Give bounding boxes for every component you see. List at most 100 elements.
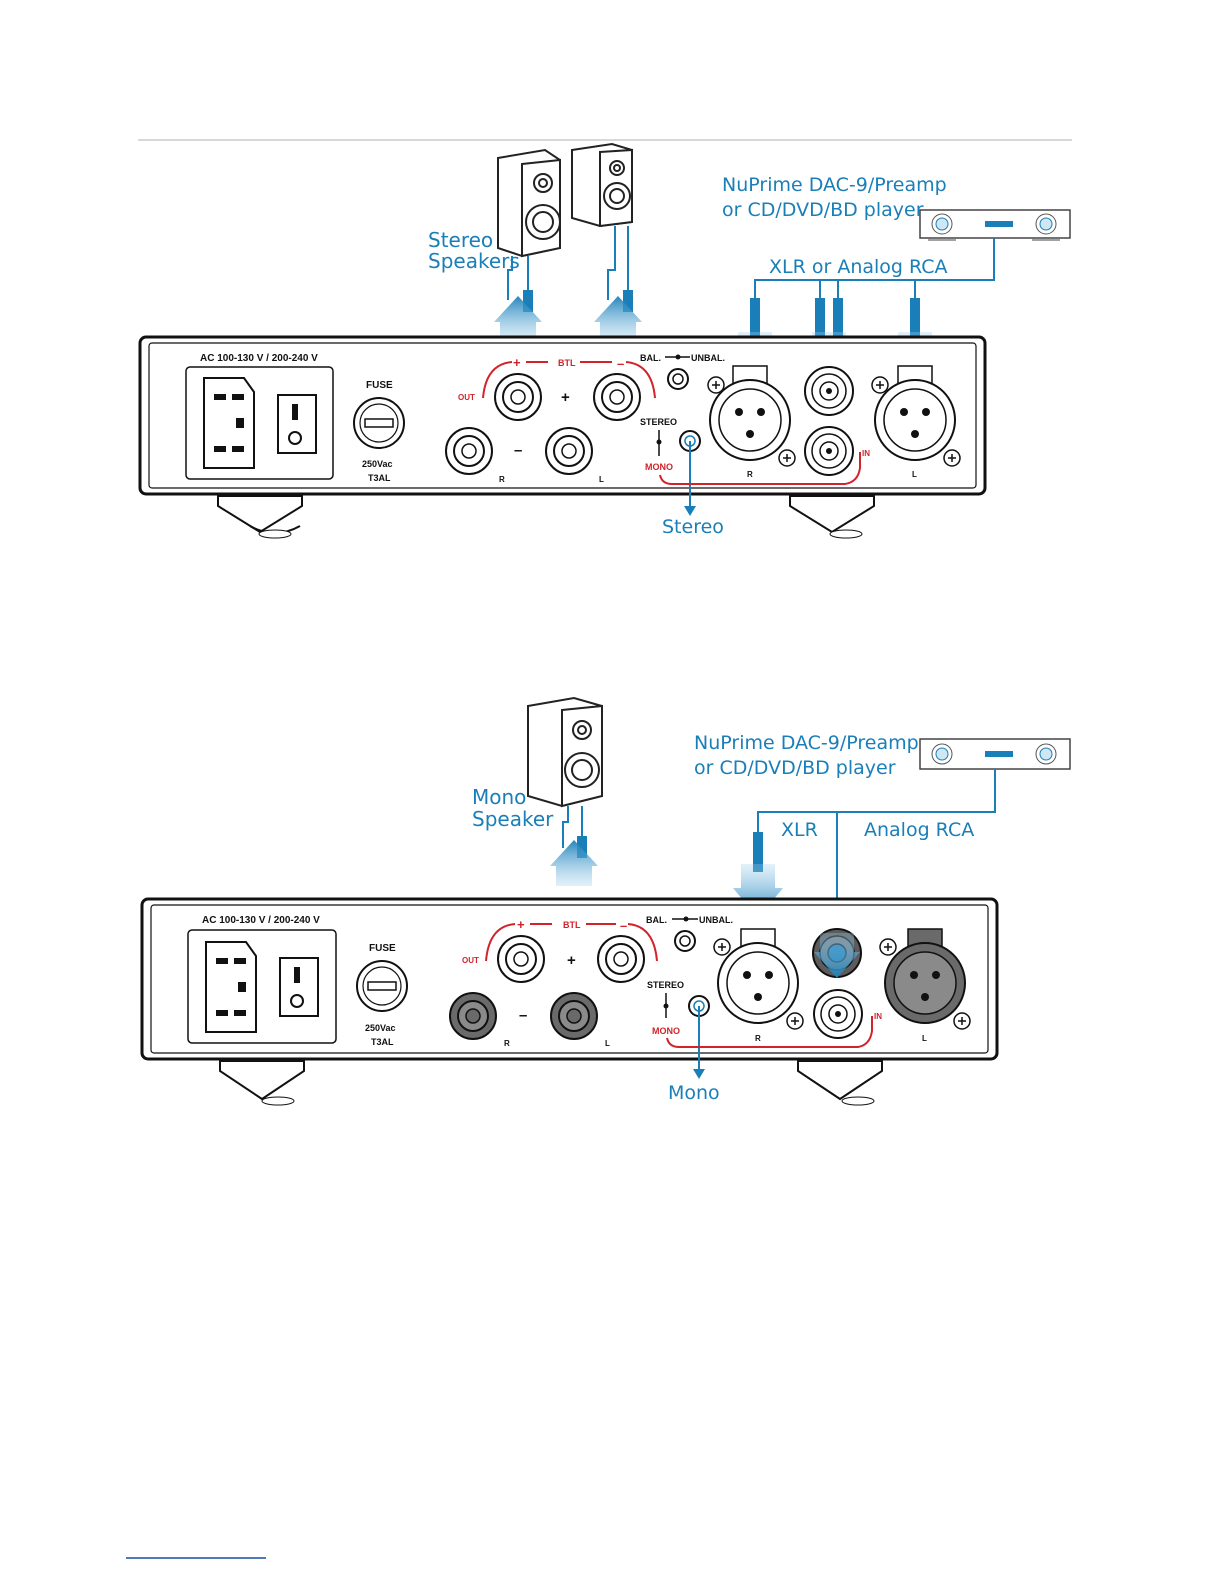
out-label: OUT (462, 956, 479, 965)
bal-unbal-toggle[interactable] (667, 368, 689, 390)
plus-symbol: + (561, 389, 570, 406)
rca-cable-label: Analog RCA (864, 819, 974, 841)
xlr-input-r[interactable] (709, 365, 791, 461)
xlr-input-l[interactable] (884, 928, 966, 1024)
input-arrow-down (733, 864, 783, 918)
amp-chassis (138, 335, 987, 496)
source-label-line1: NuPrime DAC-9/Preamp (694, 732, 919, 754)
source-cable (754, 238, 995, 300)
power-switch[interactable] (277, 394, 317, 454)
speaker-icon (497, 148, 561, 258)
stereo-label: STEREO (640, 417, 677, 427)
screw-icon (713, 938, 731, 956)
source-device-icon (919, 738, 1071, 770)
ac-voltage-label: AC 100-130 V / 200-240 V (202, 915, 320, 926)
rca-plug (833, 298, 843, 336)
screw-icon (953, 1012, 971, 1030)
fuse-rating: 250Vac (365, 1023, 396, 1033)
rca-input-r[interactable] (813, 989, 863, 1039)
switch-result-label: Stereo (662, 516, 724, 538)
unbal-label: UNBAL. (699, 915, 733, 925)
screw-icon (707, 376, 725, 394)
output-arrow-up (594, 296, 642, 342)
binding-post-r-plus[interactable] (494, 373, 542, 421)
xlr-input-l[interactable] (874, 365, 956, 461)
btl-marking (485, 923, 658, 962)
source-cable (757, 769, 996, 900)
diagram-mono: Mono Speaker NuPrime DAC-9/Preamp or CD/… (140, 696, 1071, 1106)
fuse-type: T3AL (368, 473, 391, 483)
speaker-label-line2: Speaker (472, 807, 554, 831)
speaker-label-line1: Mono (472, 785, 526, 809)
source-device-icon (919, 209, 1071, 241)
btl-label: BTL (558, 358, 576, 368)
binding-post-l-minus[interactable] (550, 992, 598, 1040)
switch-result-label: Mono (668, 1082, 720, 1104)
xlr-plug (910, 298, 920, 338)
xlr-l-label: L (912, 470, 917, 479)
mono-bracket (659, 452, 861, 485)
mono-label: MONO (652, 1026, 680, 1036)
ac-voltage-label: AC 100-130 V / 200-240 V (200, 353, 318, 364)
amp-foot (797, 1060, 883, 1106)
switch-pointer-arrow (693, 1069, 705, 1079)
btl-plus: + (517, 917, 525, 932)
out-label: OUT (458, 393, 475, 402)
speaker-plug (623, 290, 633, 312)
source-label-line2: or CD/DVD/BD player (694, 757, 896, 779)
speaker-icon (571, 142, 633, 228)
cable-label: XLR or Analog RCA (769, 256, 948, 278)
amp-foot (219, 1060, 305, 1106)
terminal-r-label: R (499, 475, 505, 484)
amp-foot (789, 495, 875, 539)
source-label-line2: or CD/DVD/BD player (722, 199, 924, 221)
fuse-label: FUSE (369, 943, 396, 954)
amp-chassis (140, 897, 999, 1061)
fuse-type: T3AL (371, 1037, 394, 1047)
xlr-l-label: L (922, 1034, 927, 1043)
bal-label: BAL. (640, 353, 661, 363)
switch-pointer-arrow (684, 506, 696, 516)
screw-icon (871, 376, 889, 394)
minus-symbol: – (519, 1007, 527, 1024)
binding-post-r-minus[interactable] (445, 427, 493, 475)
source-label-line1: NuPrime DAC-9/Preamp (722, 174, 947, 196)
binding-post-r-minus[interactable] (449, 992, 497, 1040)
xlr-plug (750, 298, 760, 338)
terminal-l-label: L (599, 475, 604, 484)
output-arrow-up (494, 296, 542, 342)
fuse-label: FUSE (366, 380, 393, 391)
bal-label: BAL. (646, 915, 667, 925)
xlr-r-label: R (755, 1034, 761, 1043)
btl-minus: – (620, 918, 627, 933)
rca-input-l[interactable] (804, 366, 854, 416)
xlr-r-label: R (747, 470, 753, 479)
xlr-plug (753, 832, 763, 872)
binding-post-r-plus[interactable] (497, 935, 545, 983)
input-arrow-down (814, 933, 860, 978)
xlr-input-r[interactable] (717, 928, 799, 1024)
stereo-label: STEREO (647, 980, 684, 990)
fuse-holder (356, 960, 408, 1012)
binding-post-l-plus[interactable] (593, 373, 641, 421)
bal-unbal-toggle[interactable] (674, 930, 696, 952)
binding-post-l-minus[interactable] (545, 427, 593, 475)
screw-icon (943, 449, 961, 467)
mono-label: MONO (645, 462, 673, 472)
binding-post-l-plus[interactable] (597, 935, 645, 983)
amp-foot (217, 495, 303, 539)
power-switch[interactable] (279, 957, 319, 1017)
in-label: IN (874, 1012, 882, 1021)
screw-icon (879, 938, 897, 956)
speaker-icon (527, 696, 603, 808)
btl-marking (482, 361, 656, 399)
btl-label: BTL (563, 920, 581, 930)
speakers-label-line2: Speakers (428, 249, 520, 273)
xlr-cable-label: XLR (781, 819, 818, 841)
rca-input-r[interactable] (804, 426, 854, 476)
terminal-l-label: L (605, 1039, 610, 1048)
minus-symbol: – (514, 442, 522, 459)
in-label: IN (862, 449, 870, 458)
speaker-cable (562, 806, 583, 848)
screw-icon (778, 449, 796, 467)
